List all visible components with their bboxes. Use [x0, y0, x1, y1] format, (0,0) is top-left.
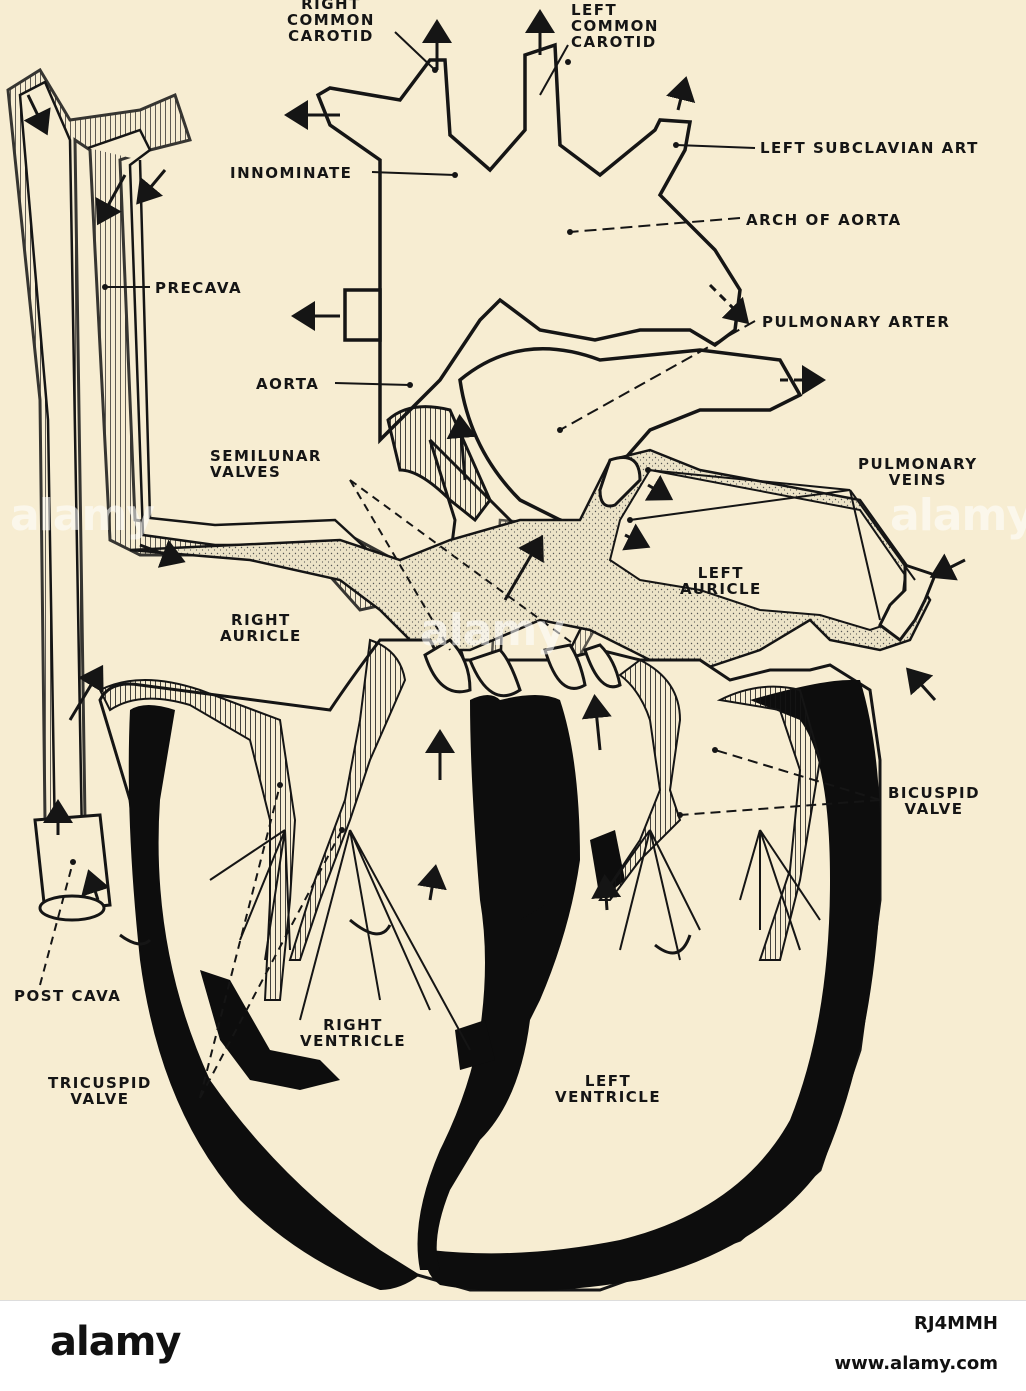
semilunar-cusps: [423, 638, 622, 698]
heart-drawing: [6, 9, 966, 1292]
label-line: VALVE: [904, 800, 964, 818]
label-semilunar-valves: SEMILUNAR VALVES: [210, 448, 322, 480]
label-right-ventricle: RIGHT VENTRICLE: [300, 1017, 406, 1049]
label-line: TRICUSPID: [48, 1074, 152, 1092]
label-line: CAROTID: [571, 33, 657, 51]
aortic-arch: [315, 42, 803, 533]
brand-logo: alamy: [50, 1319, 181, 1365]
label-line: VALVE: [70, 1090, 130, 1108]
label-aorta: AORTA: [256, 375, 320, 393]
label-line: VEINS: [888, 471, 947, 489]
watermark-repeat: alamy: [10, 490, 155, 541]
watermark-repeat: alamy: [420, 605, 565, 656]
label-pulmonary-veins: PULMONARY VEINS: [858, 456, 978, 488]
label-left-common-carotid: LEFT COMMON CAROTID: [571, 2, 659, 50]
post-cava-tube: [33, 813, 112, 922]
label-line: VENTRICLE: [300, 1032, 407, 1050]
label-line: COMMON: [571, 17, 659, 35]
label-line: VALVES: [210, 463, 282, 481]
label-right-auricle: RIGHT AURICLE: [220, 612, 302, 644]
label-post-cava: POST CAVA: [14, 987, 122, 1005]
label-left-subclavian: LEFT SUBCLAVIAN ART: [760, 139, 979, 157]
label-line: RIGHT: [323, 1016, 383, 1034]
label-line: RIGHT: [231, 611, 291, 629]
label-line: SEMILUNAR: [210, 447, 322, 465]
valve-membranes: [98, 638, 822, 1051]
stock-watermark-bar: alamy RJ4MMH www.alamy.com: [0, 1300, 1026, 1391]
label-left-ventricle: LEFT VENTRICLE: [555, 1073, 661, 1105]
label-line: RIGHT: [301, 0, 361, 13]
label-left-auricle: LEFT AURICLE: [680, 565, 762, 597]
label-line: LEFT: [697, 564, 745, 582]
label-line: AURICLE: [680, 580, 762, 598]
label-line: AURICLE: [220, 627, 302, 645]
heart-diagram: RIGHT COMMON CAROTID LEFT COMMON CAROTID…: [6, 0, 1026, 1292]
leader-lines: [39, 31, 916, 1099]
ventricles: [98, 638, 882, 1292]
label-arch-of-aorta: ARCH OF AORTA: [746, 211, 902, 229]
pulmonary-veins-ends: [598, 456, 937, 643]
label-bicuspid-valve: BICUSPID VALVE: [888, 785, 980, 817]
label-tricuspid-valve: TRICUSPID VALVE: [48, 1075, 152, 1107]
label-pulmonary-artery: PULMONARY ARTER: [762, 313, 951, 331]
label-innominate: INNOMINATE: [230, 164, 353, 182]
image-id-text: RJ4MMH: [914, 1313, 998, 1334]
label-line: VENTRICLE: [555, 1088, 662, 1106]
flow-arrows: [23, 9, 966, 955]
label-line: LEFT: [571, 1, 618, 19]
label-line: COMMON: [287, 11, 375, 29]
label-right-common-carotid: RIGHT COMMON CAROTID: [287, 0, 375, 44]
label-line: PULMONARY: [858, 455, 978, 473]
label-precava: PRECAVA: [155, 279, 243, 297]
label-line: BICUSPID: [888, 784, 981, 802]
site-url-text: www.alamy.com: [834, 1353, 998, 1374]
label-line: LEFT: [584, 1072, 632, 1090]
watermark-repeat: alamy: [890, 490, 1026, 541]
leader-dots: [70, 59, 718, 865]
label-line: CAROTID: [288, 27, 374, 45]
